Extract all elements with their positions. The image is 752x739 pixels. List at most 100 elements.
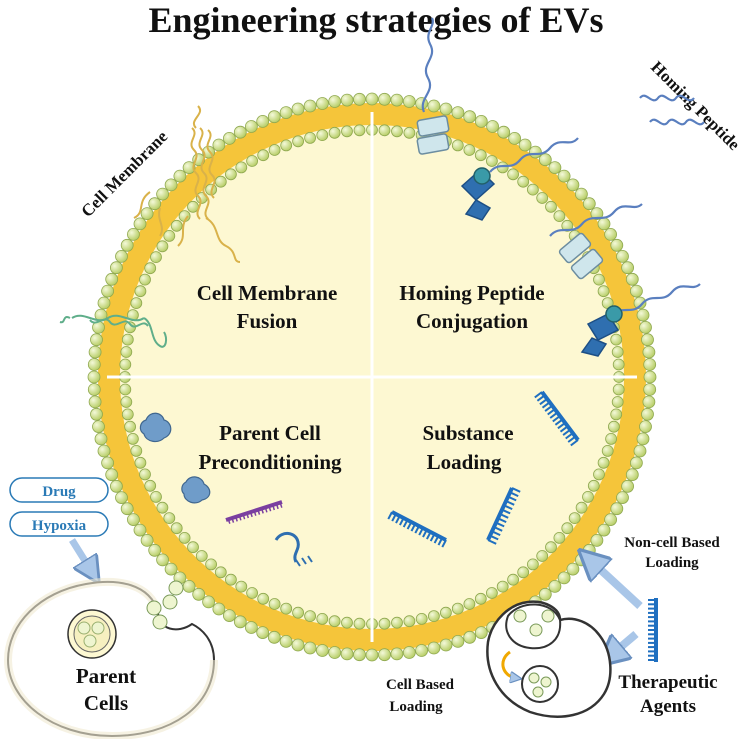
peptide-chain <box>611 283 701 317</box>
lipid-head <box>610 333 623 346</box>
lipid-head <box>643 383 657 396</box>
lipid-head <box>474 592 487 605</box>
peptide-chain <box>421 17 434 113</box>
homing-peptide-side-label: Homing Peptide <box>647 57 744 154</box>
parent-cells-line2: Cells <box>84 691 128 715</box>
quadrant-bottom-right-line2: Loading <box>427 450 502 474</box>
lipid-head <box>192 587 206 601</box>
lipid-head <box>403 126 416 139</box>
quadrant-bottom-right-line1: Substance <box>422 421 513 445</box>
quadrant-top-left-line2: Fusion <box>237 309 298 333</box>
lipid-head <box>124 420 137 433</box>
lipid-head <box>134 285 147 298</box>
protein-cargo-icon <box>139 412 211 504</box>
lipid-head <box>643 358 657 371</box>
lipid-head <box>140 207 154 221</box>
cell-loading-arrow-icon <box>610 630 639 656</box>
lipid-head <box>582 490 594 503</box>
lipid-head <box>616 249 629 263</box>
lipid-head <box>616 491 629 505</box>
lipid-head <box>625 468 639 482</box>
lipid-head <box>604 227 617 241</box>
budding-vesicles-icon <box>146 580 184 630</box>
lipid-head <box>187 200 199 213</box>
lipid-head <box>212 602 226 616</box>
lipid-head <box>566 562 580 576</box>
lipid-head <box>538 587 552 601</box>
lipid-head <box>115 249 128 263</box>
lipid-head <box>304 610 317 622</box>
lipid-head <box>148 543 162 557</box>
lipid-head <box>643 370 657 384</box>
lipid-head <box>402 95 416 108</box>
lipid-head <box>244 120 258 133</box>
lipid-head <box>605 432 617 445</box>
lipid-head <box>378 617 391 630</box>
lipid-head <box>630 456 643 470</box>
lipid-head <box>267 110 281 124</box>
lipid-head <box>621 261 634 275</box>
lipid-head <box>315 97 329 110</box>
lipid-head <box>164 562 178 576</box>
lipid-head <box>90 333 103 347</box>
lipid-head <box>120 238 134 252</box>
quadrant-top-right-line1: Homing Peptide <box>399 281 544 305</box>
lipid-head <box>575 501 588 514</box>
lipid-head <box>303 641 317 655</box>
stimulus-drug-label: Drug <box>42 484 76 500</box>
lipid-head <box>608 420 620 433</box>
lipid-head <box>597 285 610 298</box>
lipid-head <box>87 358 101 371</box>
lipid-head <box>256 115 270 128</box>
lipid-head <box>557 571 571 585</box>
lipid-bilayer-heads <box>87 92 657 662</box>
lipid-head <box>291 638 305 652</box>
lipid-head <box>87 370 101 384</box>
lipid-head <box>268 598 281 610</box>
lipid-head <box>390 93 404 107</box>
lipid-head <box>641 407 654 421</box>
lipid-head <box>340 647 354 661</box>
lipid-head <box>292 606 305 619</box>
lipid-head <box>316 613 329 625</box>
lipid-head <box>610 502 624 516</box>
lipid-head <box>575 553 588 567</box>
lipid-head <box>267 630 281 644</box>
lipid-head <box>126 432 139 445</box>
lipid-head <box>156 501 169 514</box>
lipid-head <box>474 149 487 162</box>
lipid-head <box>642 395 656 409</box>
lipid-head <box>115 491 128 505</box>
lipid-head <box>536 550 549 562</box>
lipid-head <box>553 210 566 223</box>
lipid-head <box>134 456 147 469</box>
non-cell-loading-line1: Non-cell Based <box>624 535 720 551</box>
lipid-head <box>110 479 123 493</box>
lipid-head <box>256 626 270 639</box>
lipid-head <box>291 102 305 116</box>
lipid-head <box>150 490 162 503</box>
lipid-head <box>582 197 596 211</box>
lipid-head <box>97 296 111 310</box>
lipid-head <box>590 207 604 221</box>
parent-cells-line1: Parent <box>76 664 136 688</box>
lipid-head <box>527 183 539 196</box>
lipid-head <box>121 333 134 346</box>
lipid-head <box>328 646 342 659</box>
lipid-head <box>536 192 549 204</box>
lipid-head <box>224 573 237 586</box>
lipid-head <box>292 135 305 148</box>
lipid-head <box>497 125 511 139</box>
lipid-head <box>170 522 183 535</box>
quadrant-bottom-left-line1: Parent Cell <box>219 421 321 445</box>
lipid-head <box>341 616 353 629</box>
lipid-head <box>517 566 530 579</box>
lipid-head <box>105 272 119 286</box>
loading-cell <box>486 600 612 718</box>
non-cell-loading-arrow-icon <box>590 560 643 609</box>
lipid-head <box>120 502 134 516</box>
lipid-head <box>341 125 353 138</box>
lipid-head <box>451 106 465 119</box>
lipid-head <box>486 120 500 133</box>
lipid-head <box>639 320 652 334</box>
